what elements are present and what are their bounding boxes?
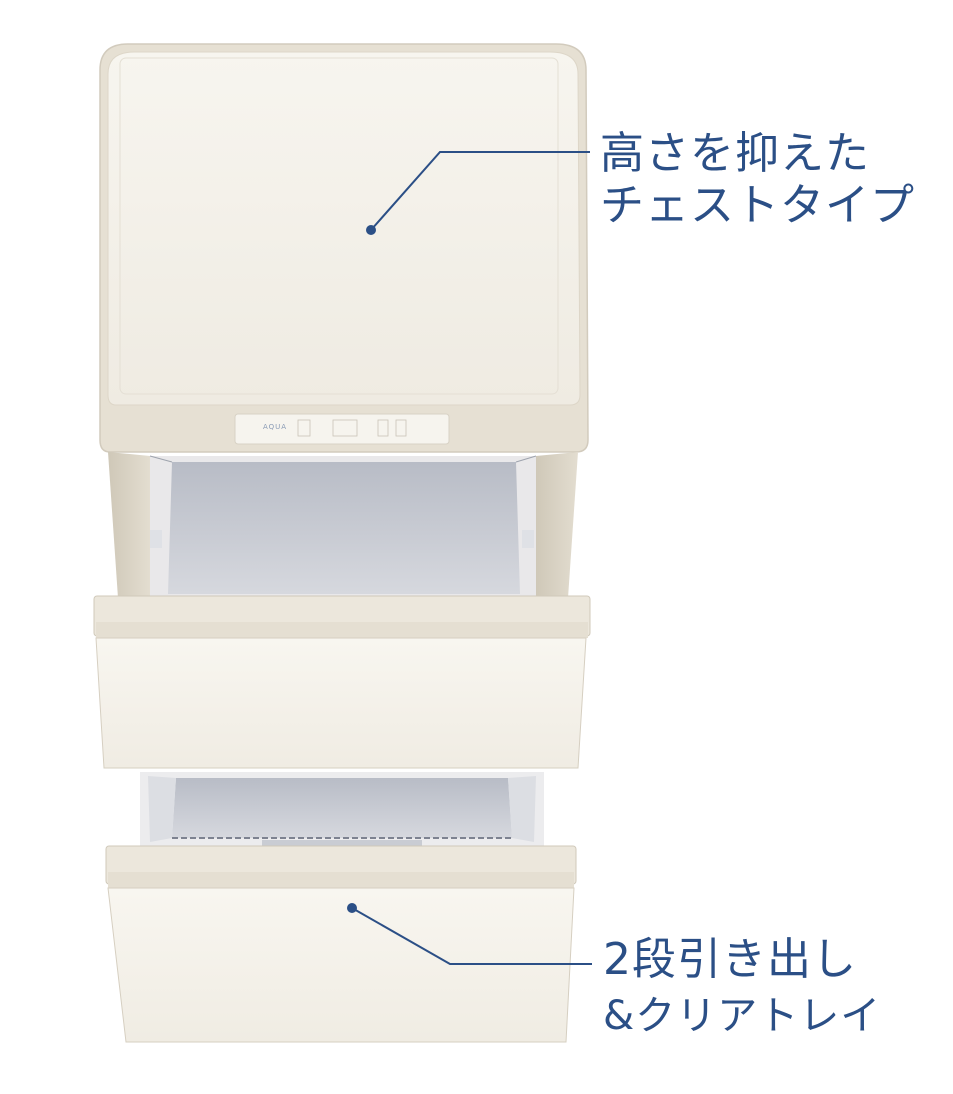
upper-drawer-interior (149, 455, 537, 598)
top-lid (99, 43, 589, 453)
control-panel (234, 413, 450, 445)
lower-drawer-interior (140, 772, 544, 848)
brand-logo: AQUA (263, 423, 288, 431)
upper-drawer-front (93, 595, 591, 769)
callout-chest-type: 高さを抑えた チェストタイプ (600, 128, 915, 232)
callout-bottom-line2: &クリアトレイ (603, 993, 882, 1039)
cabinet-body (108, 452, 578, 598)
callout-top-line2: チェストタイプ (600, 180, 915, 231)
callout-dot-top (366, 225, 376, 235)
callout-dot-bottom (347, 903, 357, 913)
callout-drawers: 2段引き出し &クリアトレイ (603, 932, 881, 1044)
callout-bottom-line1: 2段引き出し (603, 934, 857, 985)
lower-drawer-front (105, 845, 577, 1043)
callout-leaders (347, 151, 592, 965)
callout-top-line1: 高さを抑えた (600, 128, 870, 179)
